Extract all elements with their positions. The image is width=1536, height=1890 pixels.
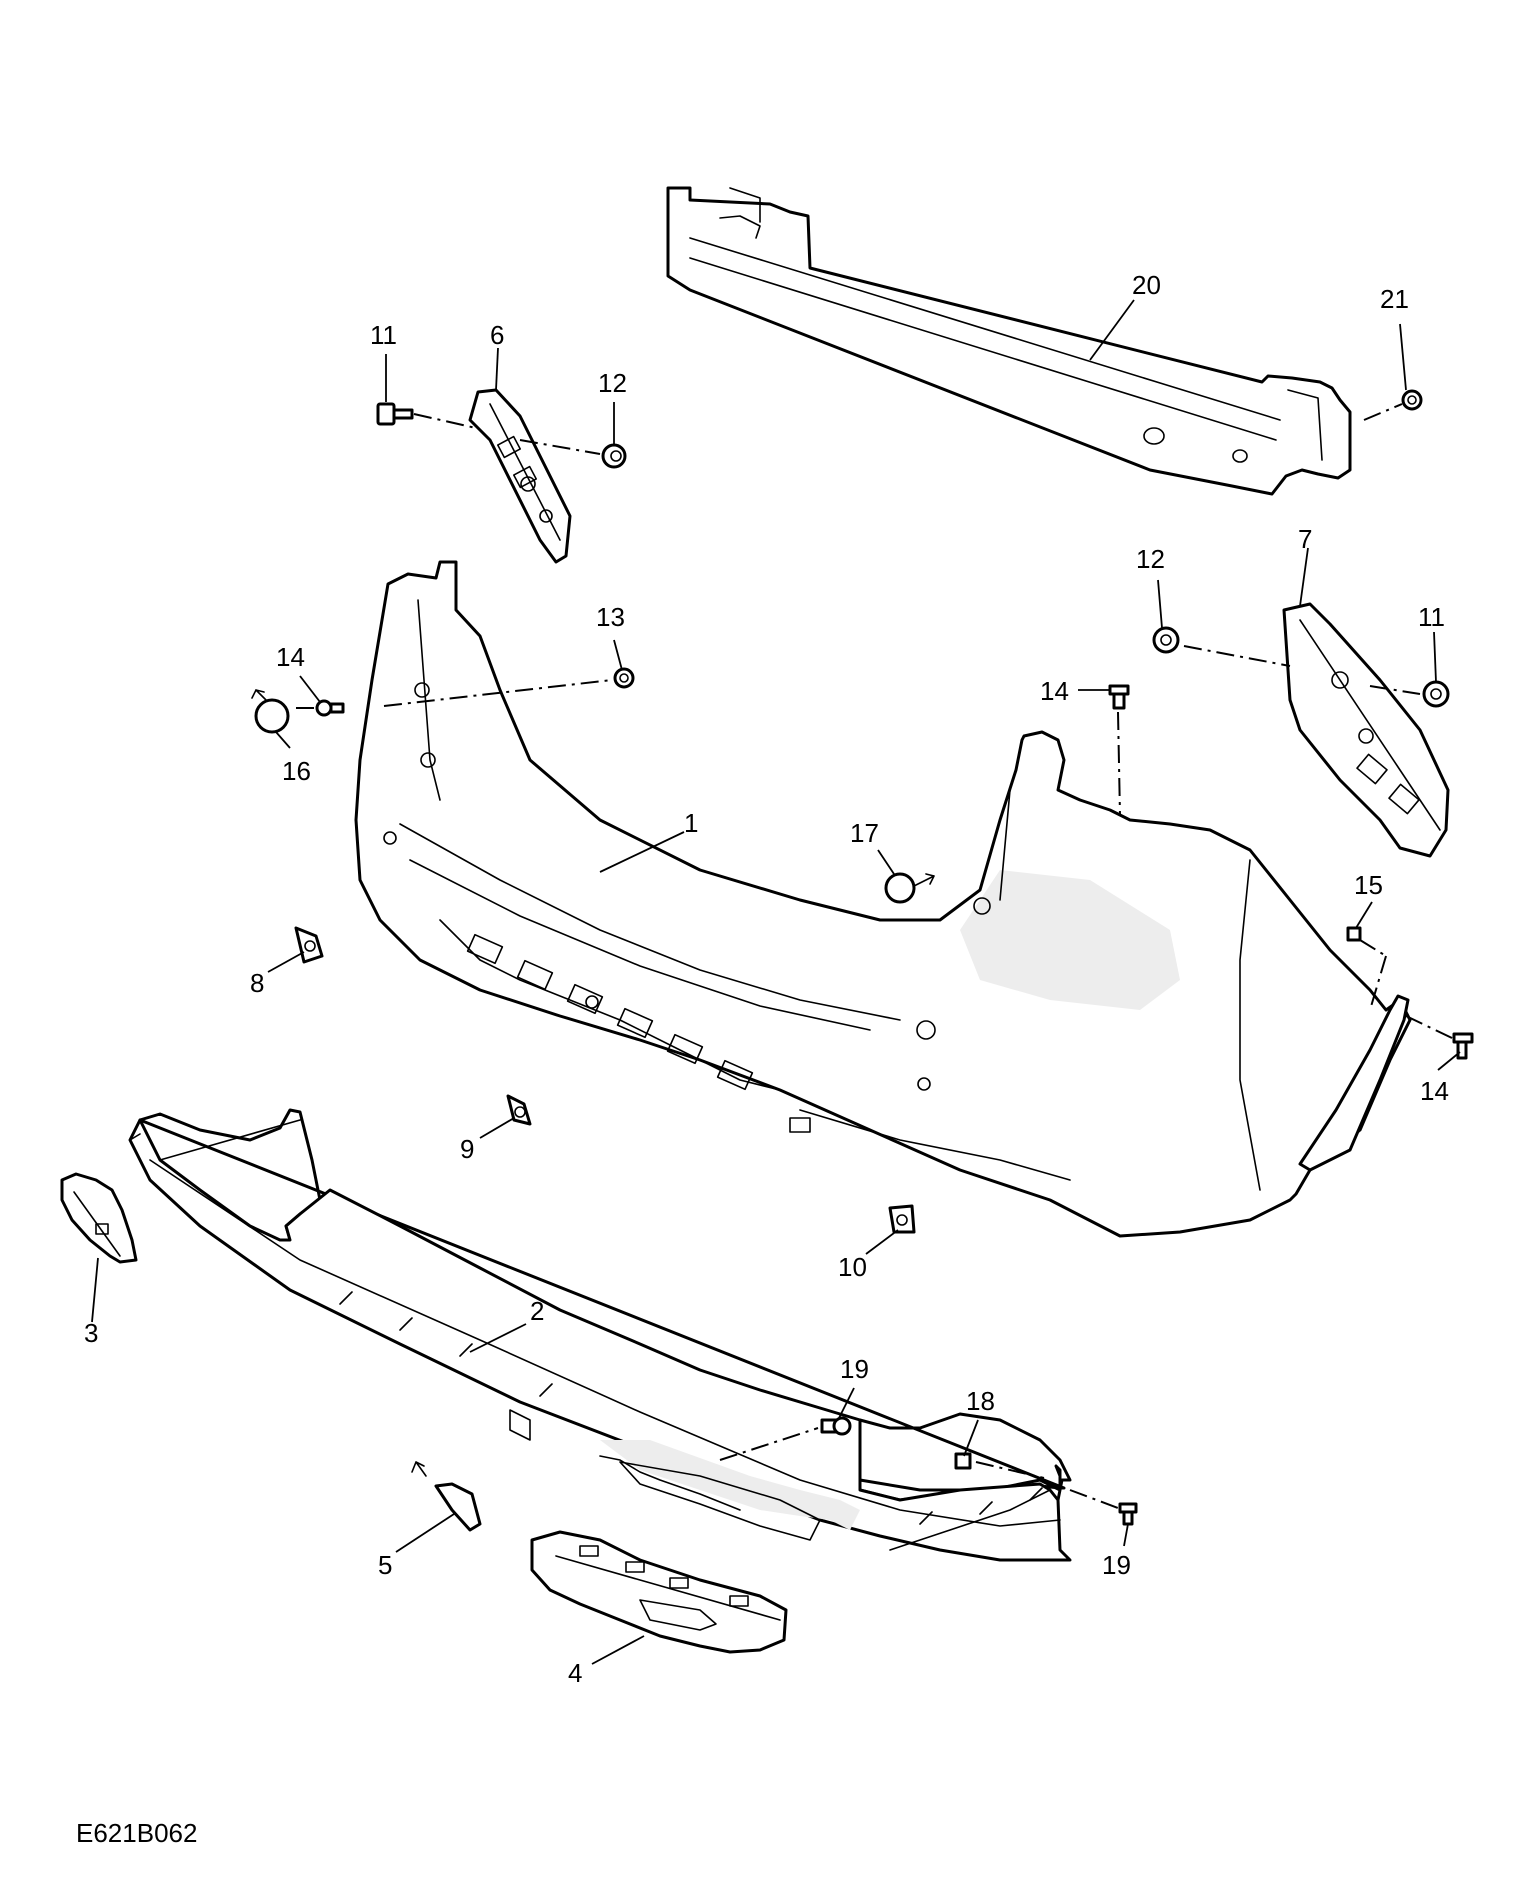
leader-4 bbox=[591, 1635, 645, 1665]
assembly-line bbox=[519, 439, 601, 455]
bumper-cover-part bbox=[354, 560, 1412, 1238]
leader-13 bbox=[613, 639, 623, 671]
bolt-11-left-part bbox=[376, 402, 414, 426]
leader-5 bbox=[395, 1513, 455, 1553]
assembly-line bbox=[383, 679, 613, 707]
assembly-line bbox=[413, 413, 477, 429]
callout-21: 21 bbox=[1380, 284, 1409, 314]
cap-17-part bbox=[884, 872, 935, 904]
callout-18: 18 bbox=[966, 1386, 995, 1416]
leader-1 bbox=[599, 831, 685, 873]
clip-nut-12-right-part bbox=[1152, 626, 1180, 654]
callout-2: 2 bbox=[530, 1296, 544, 1326]
callout-11-right: 11 bbox=[1418, 602, 1445, 632]
screw-14-right-part bbox=[1452, 1032, 1474, 1060]
callout-14-top-right: 14 bbox=[1040, 676, 1069, 706]
leader-6 bbox=[495, 347, 499, 391]
callout-12-left: 12 bbox=[598, 368, 627, 398]
assembly-line bbox=[719, 1427, 819, 1461]
callout-8: 8 bbox=[250, 968, 264, 998]
assembly-line bbox=[1369, 955, 1387, 1011]
leader-15 bbox=[1355, 901, 1373, 929]
right-bracket-part bbox=[1282, 602, 1450, 858]
diagram-reference-code: E621B062 bbox=[76, 1818, 197, 1848]
nut-21-part bbox=[1401, 389, 1423, 411]
callout-12-right: 12 bbox=[1136, 544, 1165, 574]
callout-4: 4 bbox=[568, 1658, 582, 1688]
leader-9 bbox=[479, 1117, 515, 1139]
left-end-piece-part bbox=[60, 1172, 138, 1264]
callout-19-middle: 19 bbox=[840, 1354, 869, 1384]
bolt-11-right-part bbox=[1422, 680, 1450, 708]
leader-17 bbox=[877, 849, 895, 875]
callout-10: 10 bbox=[838, 1252, 867, 1282]
leader-14-left bbox=[299, 675, 321, 703]
leader-12-right bbox=[1157, 579, 1163, 629]
screw-19-right-part bbox=[1118, 1502, 1138, 1526]
clip-nut-12-left-part bbox=[601, 443, 627, 469]
lower-valance-part bbox=[128, 1108, 1072, 1562]
assembly-line bbox=[975, 1461, 1045, 1479]
left-bracket-part bbox=[468, 388, 572, 564]
callout-7: 7 bbox=[1298, 524, 1312, 554]
callout-11-left: 11 bbox=[370, 320, 397, 350]
clip-10-part bbox=[888, 1204, 916, 1234]
assembly-line bbox=[1405, 1015, 1453, 1039]
leader-2 bbox=[469, 1323, 527, 1353]
callout-14-right: 14 bbox=[1420, 1076, 1449, 1106]
callout-19-right: 19 bbox=[1102, 1550, 1131, 1580]
reinforcement-beam-part bbox=[666, 186, 1352, 496]
callout-1: 1 bbox=[684, 808, 698, 838]
leader-11-right bbox=[1433, 631, 1437, 683]
leader-7 bbox=[1299, 547, 1309, 607]
callout-9: 9 bbox=[460, 1134, 474, 1164]
callout-15: 15 bbox=[1354, 870, 1383, 900]
right-side-strip-part bbox=[1298, 994, 1410, 1172]
cover-5-part bbox=[411, 1461, 482, 1532]
screw-14-left-part bbox=[315, 699, 345, 717]
callout-13: 13 bbox=[596, 602, 625, 632]
callout-16: 16 bbox=[282, 756, 311, 786]
leader-19-middle bbox=[837, 1387, 855, 1421]
clip-8-part bbox=[294, 926, 324, 964]
leader-3 bbox=[91, 1257, 99, 1323]
clip-9-part bbox=[506, 1094, 532, 1126]
callout-14-left: 14 bbox=[276, 642, 305, 672]
screw-14-top-right-part bbox=[1108, 684, 1130, 710]
leader-14-right bbox=[1437, 1051, 1461, 1071]
exhaust-finisher-part bbox=[530, 1530, 788, 1654]
leader-19-right bbox=[1123, 1523, 1129, 1547]
clip-13-part bbox=[613, 667, 635, 689]
assembly-line bbox=[1117, 711, 1121, 817]
cap-16-part bbox=[251, 689, 290, 734]
assembly-line bbox=[1363, 403, 1403, 421]
bolt-19-middle-part bbox=[820, 1416, 852, 1436]
callout-3: 3 bbox=[84, 1318, 98, 1348]
leader-20 bbox=[1089, 299, 1135, 361]
clip-15-part bbox=[1346, 926, 1362, 942]
assembly-line bbox=[1369, 685, 1421, 695]
callout-5: 5 bbox=[378, 1550, 392, 1580]
clip-18-part bbox=[954, 1452, 972, 1470]
leader-lines bbox=[91, 299, 1461, 1665]
leader-21 bbox=[1399, 323, 1407, 391]
assembly-line bbox=[1183, 645, 1291, 667]
leader-16 bbox=[275, 731, 291, 749]
callout-17: 17 bbox=[850, 818, 879, 848]
leader-8 bbox=[267, 951, 305, 973]
leader-10 bbox=[865, 1229, 899, 1255]
assembly-line bbox=[1359, 939, 1387, 957]
assembly-line bbox=[1069, 1489, 1119, 1509]
callout-labels: 1 2 3 4 5 6 7 8 9 10 11 11 12 12 13 14 1… bbox=[84, 270, 1449, 1688]
callout-6: 6 bbox=[490, 320, 504, 350]
callout-20: 20 bbox=[1132, 270, 1161, 300]
leader-18 bbox=[963, 1419, 979, 1457]
